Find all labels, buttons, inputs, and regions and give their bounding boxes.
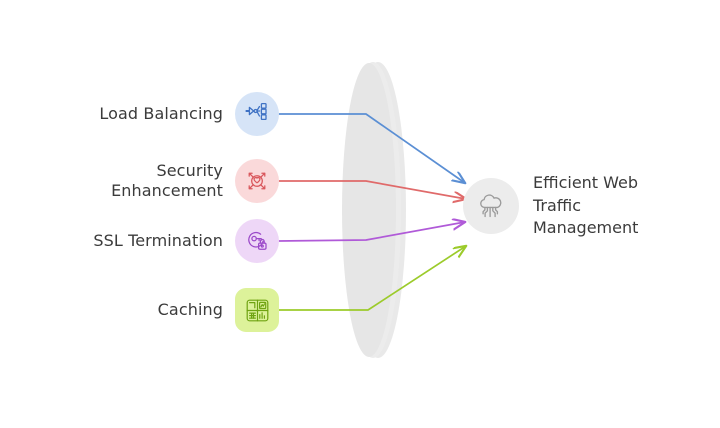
connector-ssl-termination	[278, 222, 465, 242]
feature-label-ssl-termination: SSL Termination	[93, 230, 223, 250]
feature-label-caching: Caching	[157, 299, 223, 319]
icon-halo	[235, 159, 279, 203]
shield-arrows-icon	[235, 159, 279, 203]
lens-layer-front	[342, 63, 396, 357]
connector-load-balancing	[278, 113, 465, 183]
outcome-label: Efficient Web Traffic Management	[533, 173, 639, 238]
feature-row-security-enhancement[interactable]: Security Enhancement	[40, 159, 279, 203]
feature-label-load-balancing: Load Balancing	[99, 103, 223, 123]
connector-caching	[278, 246, 466, 311]
key-padlock-icon	[235, 219, 279, 263]
outcome-node[interactable]: Efficient Web Traffic Management	[463, 172, 683, 240]
central-lens-shape	[342, 62, 406, 358]
load-balancer-icon	[235, 92, 279, 136]
icon-halo	[235, 92, 279, 136]
feature-row-caching[interactable]: Caching	[40, 288, 279, 332]
cloud-circuit-icon	[463, 178, 519, 235]
connector-security-enhancement	[278, 180, 466, 199]
feature-row-load-balancing[interactable]: Load Balancing	[40, 92, 279, 136]
icon-halo	[235, 219, 279, 263]
feature-row-ssl-termination[interactable]: SSL Termination	[40, 219, 279, 263]
cache-grid-icon	[235, 288, 279, 332]
feature-label-security-enhancement: Security Enhancement	[111, 160, 223, 200]
